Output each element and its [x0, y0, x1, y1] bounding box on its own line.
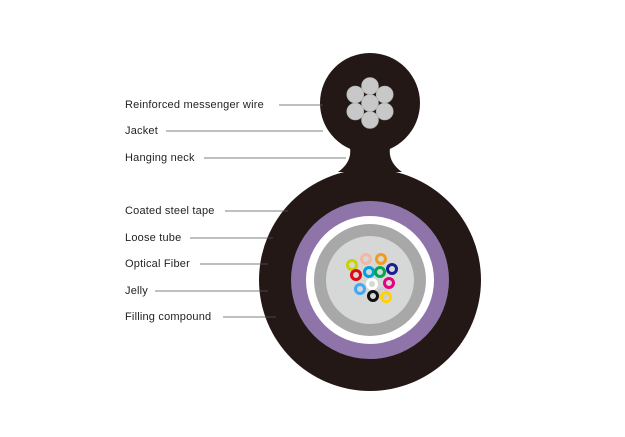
label-jelly: Jelly [125, 285, 149, 297]
optical-fiber [354, 283, 366, 295]
messenger-strand [361, 94, 379, 112]
messenger-strand [361, 77, 379, 95]
messenger-strand [361, 111, 379, 129]
optical-fiber [375, 253, 387, 265]
messenger-strand [375, 102, 394, 121]
messenger-wire-strands [346, 77, 394, 129]
messenger-strand [346, 102, 365, 121]
optical-fiber [367, 290, 379, 302]
label-hanging-neck: Hanging neck [125, 152, 195, 164]
leader-lines [155, 104, 346, 318]
messenger-strand [375, 85, 394, 104]
optical-fiber [386, 263, 398, 275]
hanging-neck [338, 148, 402, 172]
label-coated-steel-tape: Coated steel tape [125, 205, 215, 217]
optical-fiber [380, 291, 392, 303]
label-optical-fiber: Optical Fiber [125, 258, 190, 270]
optical-fiber [346, 259, 358, 271]
optical-fiber [350, 269, 362, 281]
optical-fiber [360, 253, 372, 265]
optical-fiber [363, 266, 375, 278]
label-jacket: Jacket [125, 125, 158, 137]
messenger-strand [346, 85, 365, 104]
optical-fiber [374, 266, 386, 278]
label-reinforced-messenger-wire: Reinforced messenger wire [125, 99, 264, 111]
label-loose-tube: Loose tube [125, 232, 182, 244]
optical-fibers [346, 253, 398, 303]
optical-fiber [366, 278, 378, 290]
optical-fiber [383, 277, 395, 289]
label-filling-compound: Filling compound [125, 311, 212, 323]
